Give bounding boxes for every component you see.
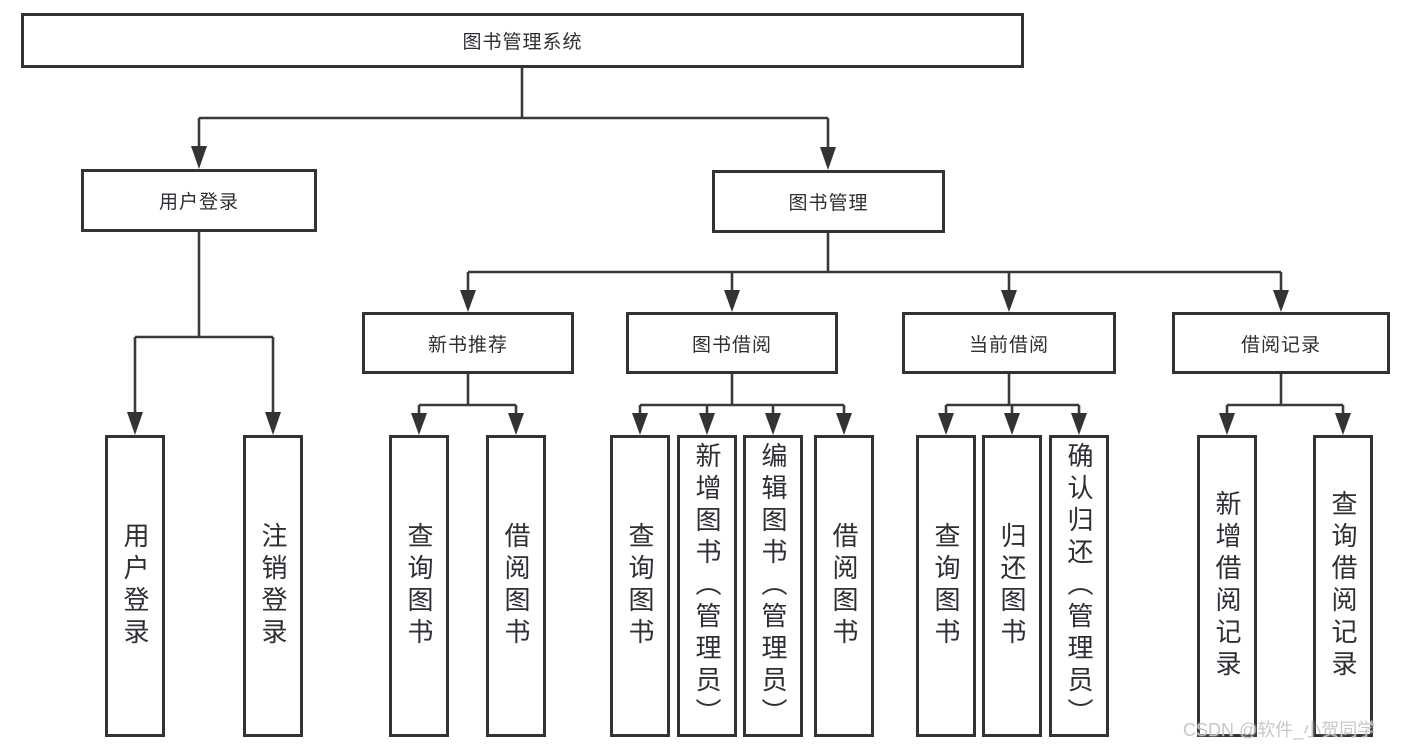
node-label: 确认归还（管理员） [1064, 442, 1094, 730]
leaf-current-query-book: 查询图书 [916, 435, 976, 737]
node-label: 当前借阅 [968, 334, 1049, 356]
node-current-borrow: 当前借阅 [902, 312, 1116, 374]
node-label: 图书借阅 [691, 334, 772, 356]
node-book-management-group: 图书管理 [712, 170, 945, 233]
node-label: 图书管理系统 [462, 32, 583, 53]
node-label: 查询借阅记录 [1328, 490, 1358, 682]
leaf-edit-book-admin: 编辑图书（管理员） [743, 435, 803, 737]
node-new-book-recommend: 新书推荐 [362, 312, 574, 374]
node-label: 新增借阅记录 [1212, 490, 1242, 682]
leaf-return-book: 归还图书 [982, 435, 1042, 737]
csdn-watermark: CSDN @软件_小贺同学 [1183, 720, 1376, 740]
node-label: 借阅记录 [1240, 334, 1321, 356]
leaf-borrow-book: 借阅图书 [814, 435, 874, 737]
node-book-borrow: 图书借阅 [626, 312, 838, 374]
leaf-recommend-borrow-book: 借阅图书 [486, 435, 546, 737]
node-label: 新增图书（管理员） [692, 442, 722, 730]
leaf-add-book-admin: 新增图书（管理员） [677, 435, 737, 737]
leaf-query-borrow-record: 查询借阅记录 [1313, 435, 1373, 737]
leaf-logout: 注销登录 [243, 435, 303, 737]
leaf-recommend-query-book: 查询图书 [389, 435, 449, 737]
node-label: 查询图书 [931, 522, 961, 650]
node-label: 查询图书 [404, 522, 434, 650]
node-label: 用户登录 [120, 522, 150, 650]
node-label: 新书推荐 [427, 334, 508, 356]
node-label: 借阅图书 [829, 522, 859, 650]
node-label: 借阅图书 [501, 522, 531, 650]
node-label: 查询图书 [625, 522, 655, 650]
leaf-add-borrow-record: 新增借阅记录 [1197, 435, 1257, 737]
node-label: 图书管理 [788, 193, 869, 214]
node-label: 编辑图书（管理员） [758, 442, 788, 730]
leaf-confirm-return-admin: 确认归还（管理员） [1049, 435, 1109, 737]
leaf-borrow-query-book: 查询图书 [610, 435, 670, 737]
node-user-login-group: 用户登录 [81, 169, 317, 232]
node-label: 用户登录 [158, 192, 239, 213]
node-label: 归还图书 [997, 522, 1027, 650]
node-label: 注销登录 [258, 522, 288, 650]
node-borrow-record: 借阅记录 [1172, 312, 1390, 374]
node-library-management-system: 图书管理系统 [21, 13, 1024, 68]
leaf-user-login: 用户登录 [105, 435, 165, 737]
